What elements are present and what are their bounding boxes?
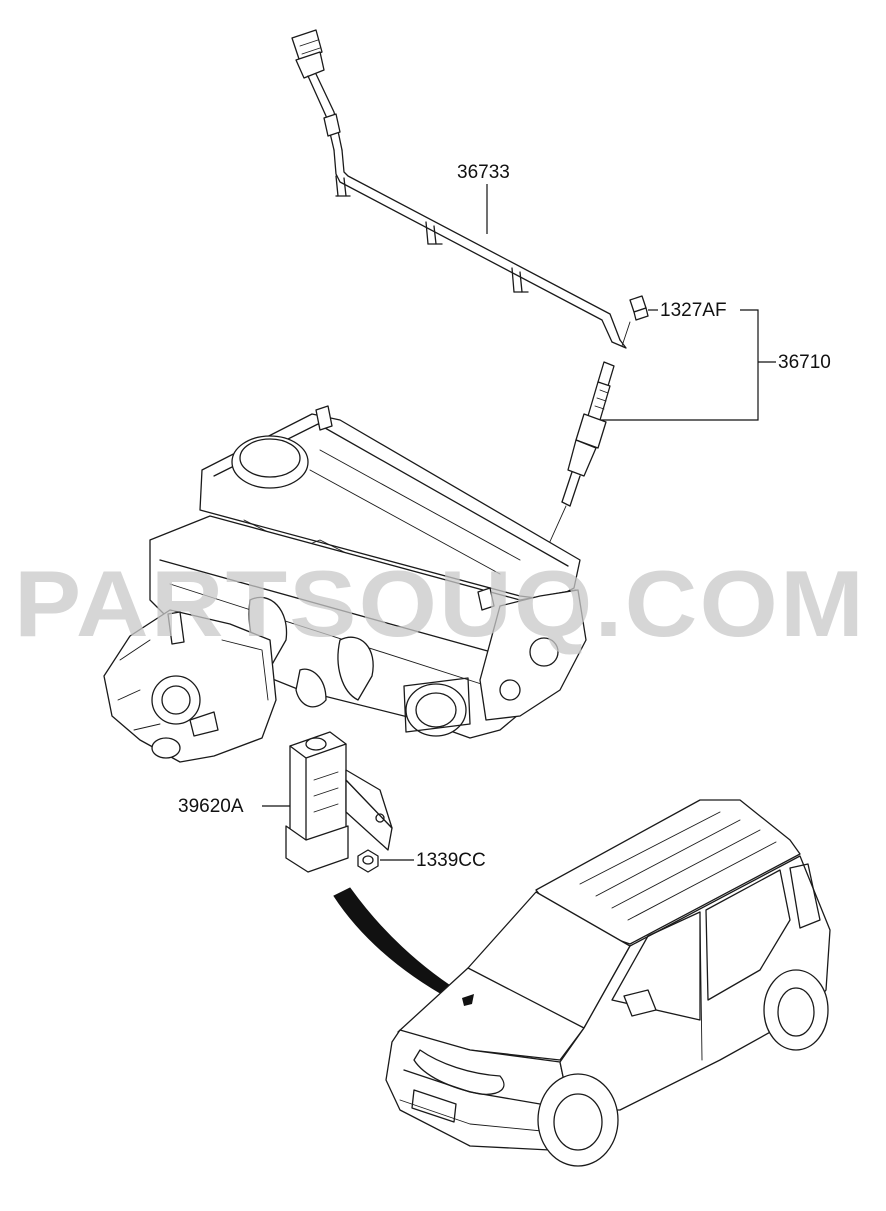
location-arrow bbox=[333, 887, 467, 1005]
watermark: PARTSOUQ.COM bbox=[14, 551, 866, 656]
glow-plug-harness[interactable] bbox=[291, 29, 627, 349]
label-39620a: 39620A bbox=[178, 796, 244, 817]
relay-nut[interactable] bbox=[357, 849, 379, 873]
vehicle-illustration bbox=[385, 799, 831, 1167]
glow-plug-relay[interactable] bbox=[285, 731, 393, 873]
label-36733: 36733 bbox=[457, 162, 510, 183]
glow-plug[interactable] bbox=[547, 361, 615, 547]
label-36710: 36710 bbox=[778, 352, 831, 373]
glow-plug-nut[interactable] bbox=[621, 295, 649, 347]
label-1327af: 1327AF bbox=[660, 300, 727, 321]
engine-assembly bbox=[103, 405, 587, 763]
label-1339cc: 1339CC bbox=[416, 850, 486, 871]
